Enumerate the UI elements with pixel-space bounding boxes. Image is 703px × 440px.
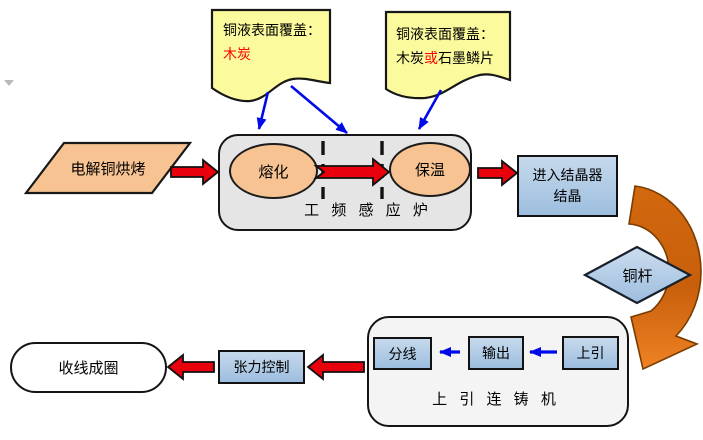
holding-label: 保温 (414, 162, 445, 179)
red-arrow-furnace-to-crystallizer (477, 159, 519, 187)
crystallizer-line1: 进入结晶器 (532, 167, 603, 183)
casting-machine-container (367, 316, 629, 427)
rod-label: 铜杆 (622, 267, 653, 285)
split-label: 分线 (388, 345, 417, 362)
updraw-label: 上引 (576, 345, 605, 361)
red-arrow-tension-to-coil (166, 353, 215, 381)
note-arrow-to-hold (417, 89, 443, 130)
note-right-pre: 木炭 (396, 50, 424, 66)
note-right-title: 铜液表面覆盖： (396, 26, 494, 42)
coil-takeup-shape: 收线成圈 (10, 342, 167, 393)
output-label: 输出 (482, 345, 510, 361)
bake-parallelogram (23, 141, 193, 195)
coil-label: 收线成圈 (58, 360, 119, 377)
stray-mark-icon (4, 80, 14, 86)
output-box: 输出 (468, 336, 524, 370)
note-left-highlight: 木炭 (223, 46, 251, 62)
note-arrow-to-furnace (290, 85, 348, 134)
note-right-shape (384, 10, 512, 100)
casting-machine-label: 上 引 连 铸 机 (432, 391, 560, 408)
red-arrow-melt-to-hold (313, 157, 391, 187)
holding-ellipse: 保温 (389, 142, 471, 197)
red-arrow-bake-to-furnace (170, 158, 220, 186)
rod-diamond (582, 245, 693, 305)
note-right-line2: 木炭或石墨鳞片 (396, 46, 494, 70)
tension-label: 张力控制 (233, 359, 290, 375)
crystallizer-box: 进入结晶器 结晶 (517, 155, 618, 217)
tension-control-box: 张力控制 (218, 350, 305, 384)
note-left-text: 铜液表面覆盖： 木炭 (223, 18, 321, 66)
note-left-title: 铜液表面覆盖： (223, 22, 321, 38)
note-arrow-to-melt (256, 91, 270, 130)
red-arrow-machine-to-tension (306, 353, 365, 381)
split-box: 分线 (373, 337, 432, 370)
crystallizer-line2: 结晶 (553, 188, 582, 204)
melting-label: 熔化 (258, 163, 289, 181)
updraw-box: 上引 (562, 336, 619, 370)
note-right-text: 铜液表面覆盖： 木炭或石墨鳞片 (396, 22, 494, 70)
note-right-highlight: 或 (424, 50, 438, 66)
note-right-post: 石墨鳞片 (438, 50, 494, 66)
orange-curved-arrow (628, 185, 702, 371)
bake-label: 电解铜烘烤 (70, 160, 146, 178)
furnace-label: 工 频 感 应 炉 (304, 202, 432, 219)
note-left-shape (210, 8, 332, 103)
melting-ellipse: 熔化 (229, 143, 318, 199)
